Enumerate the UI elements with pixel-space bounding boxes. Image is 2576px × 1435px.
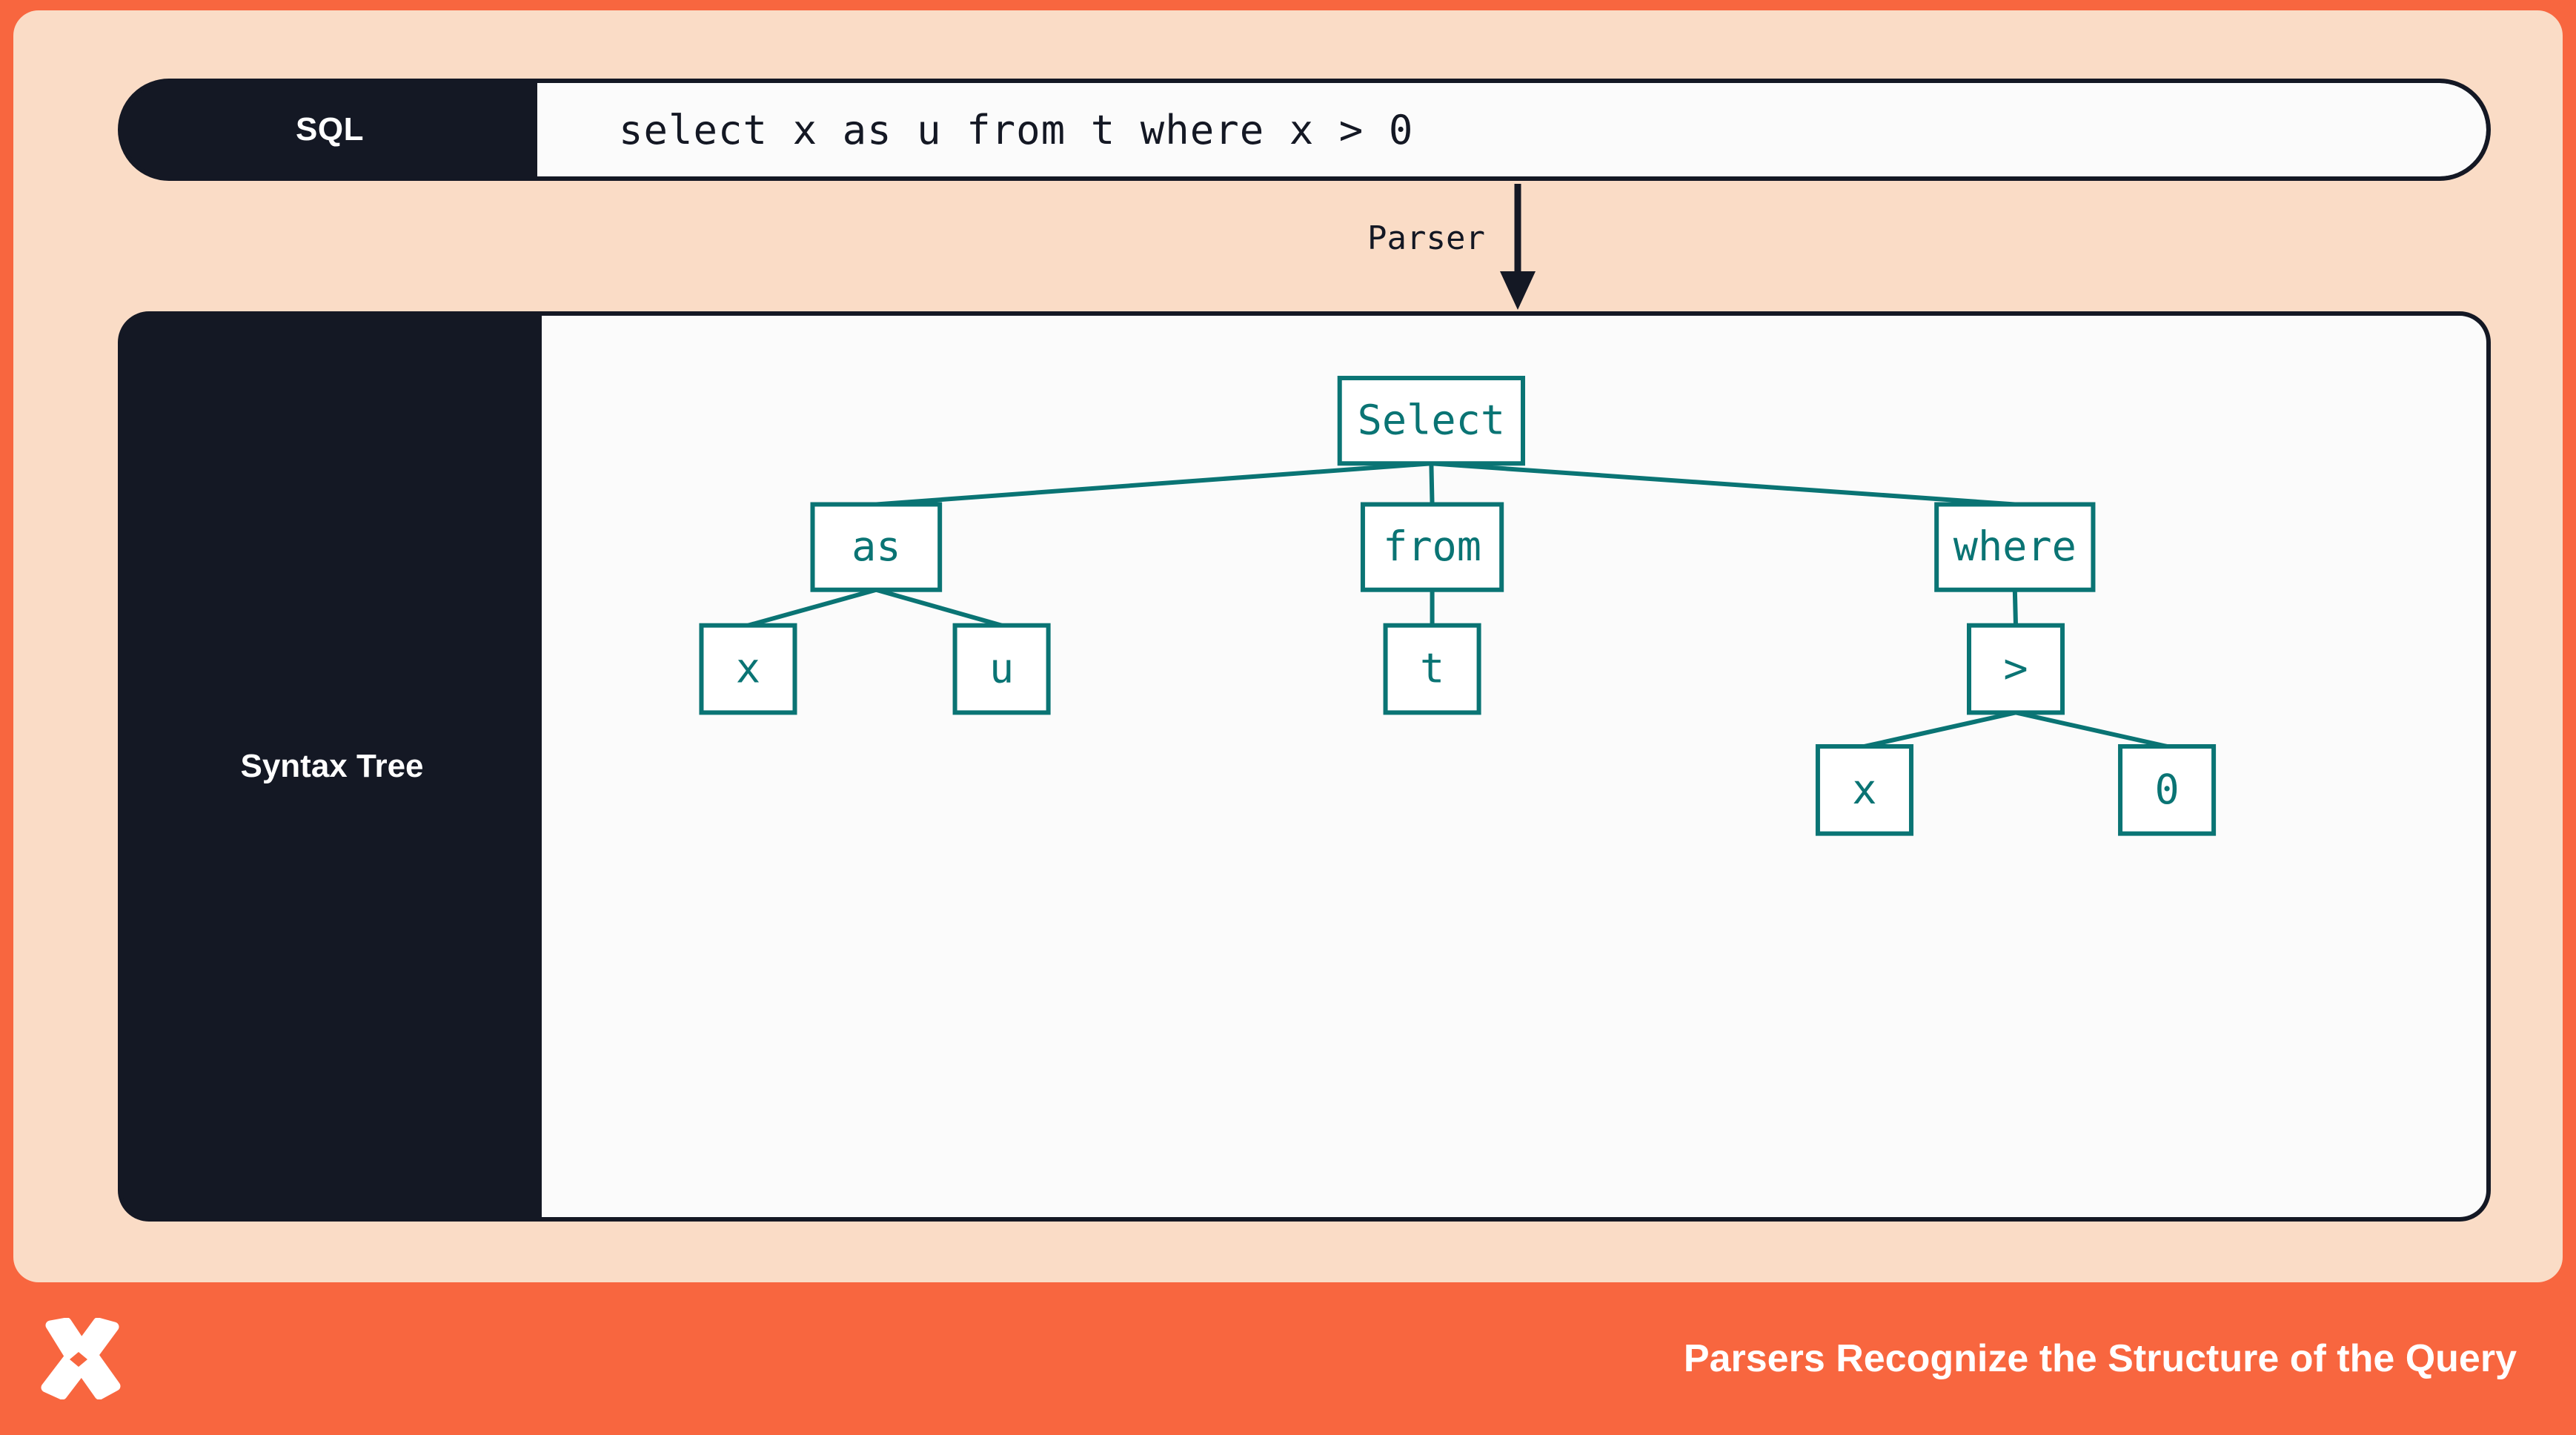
tree-node[interactable]: u <box>952 623 1051 715</box>
parser-transform: Parser <box>1273 184 1584 314</box>
tree-edge <box>875 587 1003 628</box>
tree-node-box <box>1360 502 1504 592</box>
tree-node-box <box>2118 743 2217 836</box>
content-card: SQL select x as u from t where x > 0 Par… <box>13 10 2563 1282</box>
tree-node[interactable]: where <box>1934 502 2096 592</box>
tree-node-box <box>810 502 943 592</box>
tree-edge <box>747 587 877 628</box>
tree-edge <box>876 461 1432 507</box>
footer-bar: Parsers Recognize the Structure of the Q… <box>0 1282 2576 1435</box>
syntax-tree-panel: Syntax Tree Select as from where x u t > x 0 <box>118 311 2491 1222</box>
tree-node-label: x <box>1852 766 1876 814</box>
tree-node[interactable]: x <box>1815 743 1913 836</box>
tree-node-label: t <box>1420 646 1444 693</box>
tree-node-label: where <box>1953 523 2077 571</box>
tree-node-label: x <box>736 646 760 693</box>
tree-node-label: Select <box>1358 397 1505 445</box>
sql-row: SQL select x as u from t where x > 0 <box>118 79 2491 181</box>
tree-node[interactable]: > <box>1966 623 2065 715</box>
tree-node-box <box>952 623 1051 715</box>
tree-node[interactable]: Select <box>1337 376 1526 466</box>
tree-node-label: > <box>2003 646 2028 693</box>
tree-node-box <box>1966 623 2065 715</box>
tree-node[interactable]: t <box>1383 623 1481 715</box>
tree-node-box <box>1815 743 1913 836</box>
footer-caption: Parsers Recognize the Structure of the Q… <box>1683 1337 2517 1380</box>
tree-node[interactable]: as <box>810 502 943 592</box>
sql-query-text: select x as u from t where x > 0 <box>619 106 1414 153</box>
tree-node-box <box>1383 623 1481 715</box>
tree-edge <box>2012 589 2019 626</box>
tree-node[interactable]: x <box>699 623 797 715</box>
syntax-tree-canvas: Select as from where x u t > x 0 <box>542 316 2486 1217</box>
tree-edge <box>1431 461 2016 507</box>
tree-node-label: from <box>1383 523 1481 571</box>
sql-query-field[interactable]: select x as u from t where x > 0 <box>537 83 2486 176</box>
sql-row-label: SQL <box>296 111 364 148</box>
brand-logo-icon <box>36 1317 122 1400</box>
tree-node-box <box>699 623 797 715</box>
tree-edge <box>1864 710 2016 749</box>
tree-node[interactable]: from <box>1360 502 1504 592</box>
tree-edge <box>1429 463 1435 505</box>
tree-node-label: u <box>989 646 1014 693</box>
tree-node-label: as <box>852 523 900 571</box>
syntax-tree-label: Syntax Tree <box>240 748 424 784</box>
tree-node-label: 0 <box>2154 766 2179 814</box>
tree-node[interactable]: 0 <box>2118 743 2217 836</box>
parser-label: Parser <box>1367 219 1485 257</box>
tree-node-box <box>1337 376 1526 466</box>
tree-node-box <box>1934 502 2096 592</box>
down-arrow-icon <box>1500 184 1536 310</box>
tree-edge <box>2015 710 2168 749</box>
